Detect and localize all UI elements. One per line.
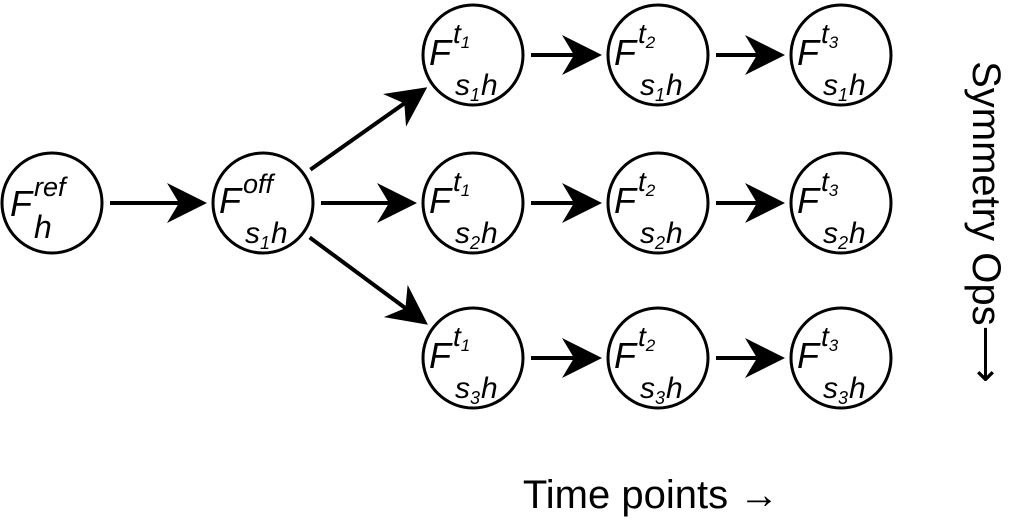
symmetry-ops-label: Symmetry Ops⟶ — [964, 61, 1008, 383]
edge-off-to-s1t1 — [309, 87, 428, 172]
edge-off-to-s3t1 — [308, 235, 428, 325]
node-circle — [789, 151, 893, 255]
node-circle — [211, 151, 315, 255]
node-circle — [606, 306, 710, 410]
edges — [110, 35, 785, 378]
time-points-label: Time points → — [523, 473, 779, 517]
node-circle — [789, 306, 893, 410]
node-circle — [421, 306, 525, 410]
node-circle — [0, 151, 104, 255]
node-circle — [606, 3, 710, 107]
node-circle — [421, 151, 525, 255]
node-circle — [606, 151, 710, 255]
node-circle — [789, 3, 893, 107]
node-circle — [421, 3, 525, 107]
